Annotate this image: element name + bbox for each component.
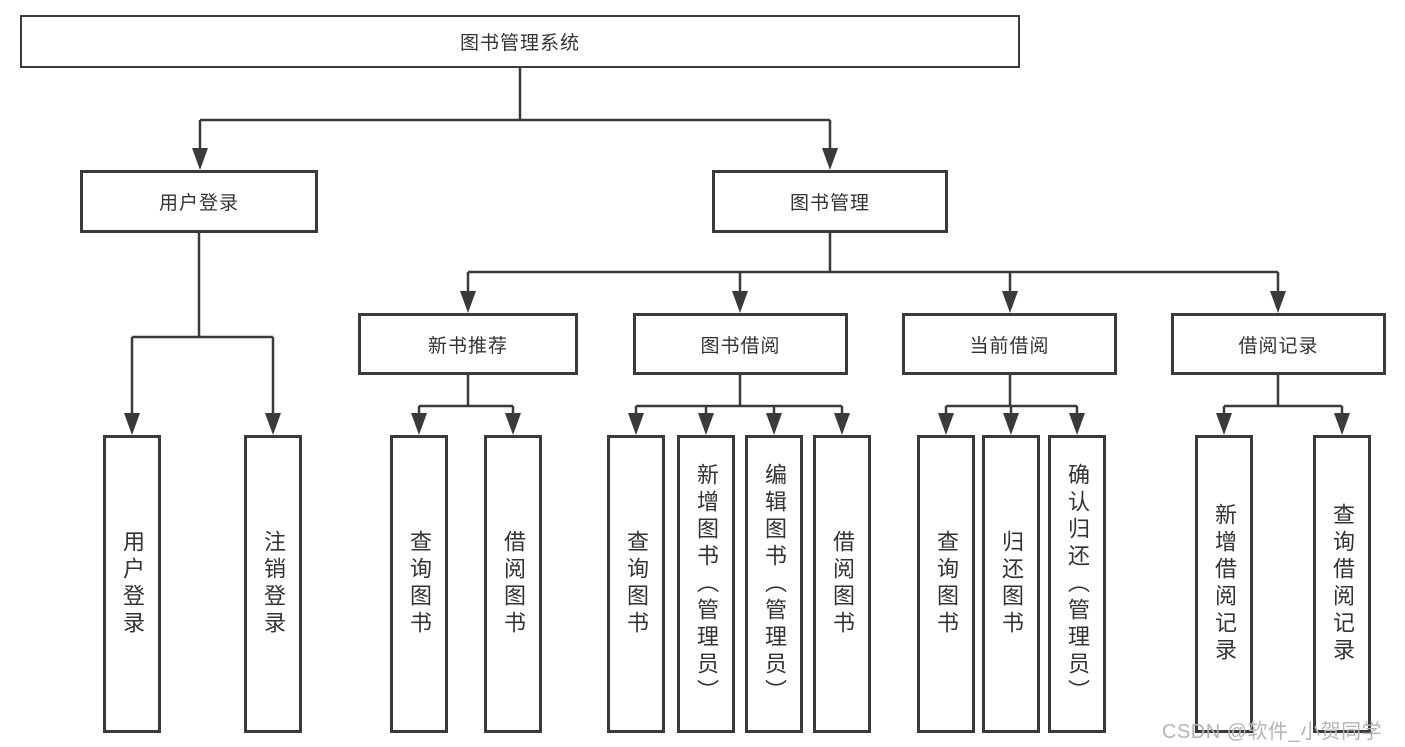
- leaf-confirm-return-admin: 确认归还（管理员）: [1048, 435, 1106, 733]
- node-library-management-system: 图书管理系统: [20, 15, 1020, 68]
- connector-borrow-records-to-leaves: [1216, 375, 1350, 435]
- leaf-add-borrow-record: 新增借阅记录: [1195, 435, 1253, 733]
- leaf-return-books: 归还图书: [982, 435, 1040, 733]
- node-user-login: 用户登录: [80, 170, 318, 233]
- connector-current-borrowing-to-leaves: [938, 375, 1085, 435]
- csdn-watermark: CSDN @软件_小贺同学: [1162, 721, 1383, 743]
- connector-root-to-level2: [192, 68, 838, 170]
- leaf-logout: 注销登录: [244, 435, 302, 733]
- leaf-user-login: 用户登录: [103, 435, 161, 733]
- node-borrowing-records: 借阅记录: [1171, 313, 1386, 375]
- node-new-book-recommendation: 新书推荐: [358, 313, 578, 375]
- leaf-query-books-borrowing: 查询图书: [607, 435, 665, 733]
- leaf-borrow-books: 借阅图书: [813, 435, 871, 733]
- leaf-edit-books-admin: 编辑图书（管理员）: [745, 435, 803, 733]
- connector-book-management-to-level3: [460, 233, 1286, 313]
- leaf-add-books-admin: 新增图书（管理员）: [677, 435, 735, 733]
- leaf-query-books-current: 查询图书: [917, 435, 975, 733]
- node-current-borrowing: 当前借阅: [902, 313, 1117, 375]
- connector-book-borrowing-to-leaves: [628, 375, 850, 435]
- node-book-management: 图书管理: [712, 170, 948, 233]
- leaf-borrow-books-recommend: 借阅图书: [484, 435, 542, 733]
- connector-new-book-to-leaves: [411, 375, 521, 435]
- connector-user-login-to-leaves: [124, 233, 281, 435]
- leaf-query-borrow-record: 查询借阅记录: [1313, 435, 1371, 733]
- node-book-borrowing: 图书借阅: [633, 313, 848, 375]
- leaf-query-books-recommend: 查询图书: [390, 435, 448, 733]
